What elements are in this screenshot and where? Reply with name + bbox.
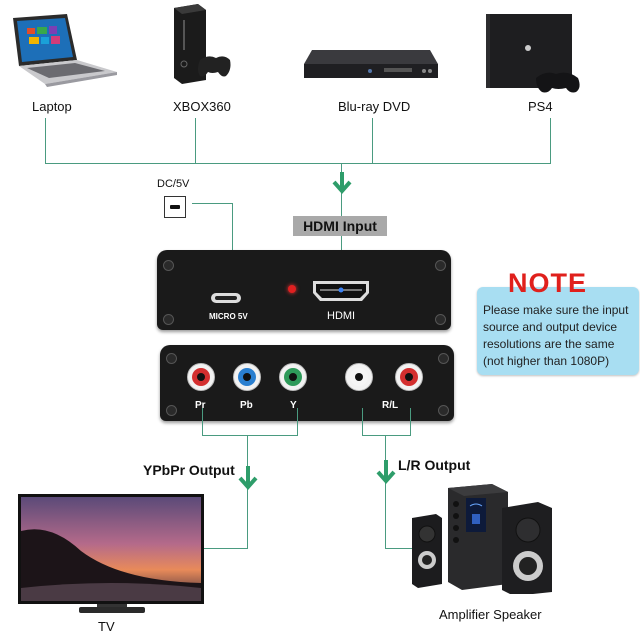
hdmi-port-label: HDMI <box>327 310 356 322</box>
arrow-down-icon <box>238 466 258 491</box>
connector-line <box>202 435 298 436</box>
dc-5v-label: DC/5V <box>157 178 190 190</box>
tv-image <box>17 493 207 615</box>
arrow-down-icon <box>376 460 396 485</box>
connector-line <box>362 408 363 435</box>
connector-line <box>297 408 298 435</box>
connector-line <box>385 548 413 549</box>
connector-line <box>195 118 196 164</box>
connector-line <box>204 548 248 549</box>
connector-line <box>385 435 386 548</box>
pb-label: Pb <box>240 400 253 411</box>
micro-5v-label: MICRO 5V <box>209 312 248 321</box>
micro-usb-port <box>211 293 241 303</box>
laptop-image <box>5 10 120 90</box>
jack-audio-white <box>345 363 373 391</box>
connector-line <box>45 163 551 164</box>
connector-line <box>362 435 411 436</box>
jack-pr <box>187 363 215 391</box>
hdmi-input-label: HDMI Input <box>293 216 387 236</box>
connector-line <box>372 118 373 164</box>
led-indicator <box>288 285 296 293</box>
tv-label: TV <box>98 619 115 634</box>
laptop-label: Laptop <box>32 99 72 114</box>
hdmi-port <box>312 280 370 302</box>
note-box <box>477 287 639 375</box>
converter-front-panel: MICRO 5V HDMI <box>157 250 451 330</box>
ps4-label: PS4 <box>528 99 553 114</box>
amplifier-speaker-image <box>410 484 560 596</box>
jack-audio-red <box>395 363 423 391</box>
note-line-4: (not higher than 1080P) <box>483 354 610 368</box>
arrow-down-icon <box>332 172 352 195</box>
jack-y <box>279 363 307 391</box>
note-line-1: Please make sure the input <box>483 303 629 317</box>
connector-line <box>202 408 203 435</box>
pr-label: Pr <box>195 400 206 411</box>
y-label: Y <box>290 400 297 411</box>
lr-output-label: L/R Output <box>398 457 471 473</box>
connector-line <box>45 118 46 164</box>
xbox360-image <box>170 2 232 84</box>
ps4-image <box>486 12 582 94</box>
connector-line <box>232 203 233 263</box>
rl-label: R/L <box>382 400 399 411</box>
jack-pb <box>233 363 261 391</box>
note-title: NOTE <box>508 268 588 298</box>
bluray-image <box>302 46 440 86</box>
connector-line <box>192 203 232 204</box>
note-line-2: source and output device <box>483 320 618 334</box>
bluray-label: Blu-ray DVD <box>338 99 411 114</box>
note-line-3: resolutions are the same <box>483 337 615 351</box>
ypbpr-output-label: YPbPr Output <box>143 462 235 478</box>
connector-line <box>410 408 411 435</box>
connector-line <box>550 118 551 164</box>
amplifier-speaker-label: Amplifier Speaker <box>439 607 542 622</box>
power-plug-icon <box>164 196 186 218</box>
xbox360-label: XBOX360 <box>173 99 231 114</box>
connector-line <box>247 435 248 548</box>
converter-back-panel: Pr Pb Y R/L <box>160 345 454 421</box>
